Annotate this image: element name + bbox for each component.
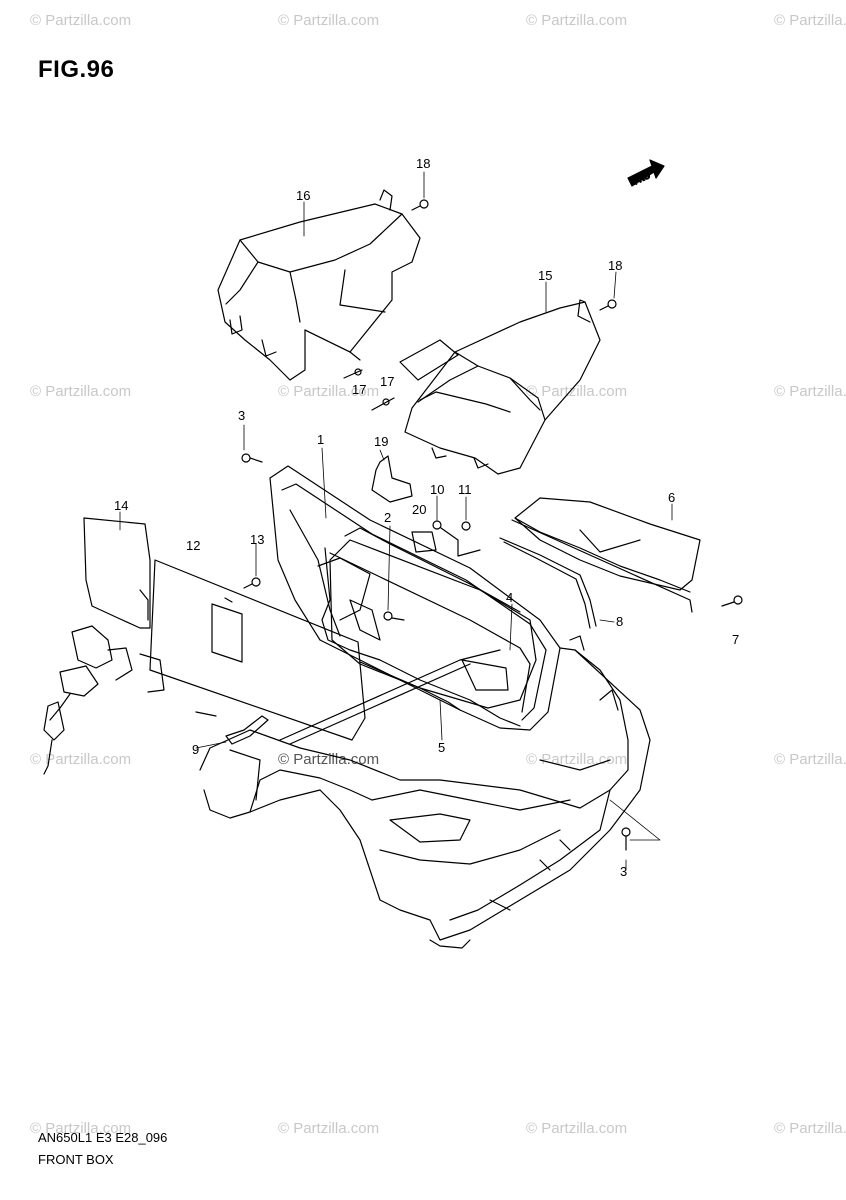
screw-18-top bbox=[411, 199, 429, 211]
label-3-bottom: 3 bbox=[620, 864, 627, 879]
watermark: © Partzilla.com bbox=[30, 1120, 132, 1137]
part-6-lid bbox=[511, 497, 701, 613]
front-body bbox=[199, 635, 651, 949]
part-19-bracket bbox=[371, 455, 413, 503]
forward-arrow-icon: FRO bbox=[627, 159, 665, 187]
clip-10 bbox=[432, 520, 481, 557]
part-4-tray-rim bbox=[329, 539, 537, 709]
part-5-rod bbox=[279, 649, 501, 741]
label-16: 16 bbox=[296, 188, 310, 203]
lock-assembly bbox=[43, 625, 165, 775]
watermark: © Partzilla.com bbox=[526, 1120, 628, 1137]
label-6: 6 bbox=[668, 490, 675, 505]
bolt-3-top bbox=[241, 453, 263, 463]
part-labels: 18 18 16 15 17 17 3 1 19 10 11 20 2 4 6 … bbox=[114, 156, 739, 879]
bolt-3-bottom bbox=[621, 827, 631, 851]
watermark: © Partzilla.com bbox=[30, 12, 132, 29]
screw-18-right bbox=[599, 299, 617, 311]
label-18-right: 18 bbox=[608, 258, 622, 273]
label-13: 13 bbox=[250, 532, 264, 547]
screw-17-right bbox=[371, 397, 395, 411]
part-9-hinge bbox=[195, 711, 269, 745]
label-10: 10 bbox=[430, 482, 444, 497]
leader-lines bbox=[119, 171, 673, 871]
label-1: 1 bbox=[317, 432, 324, 447]
label-17-right: 17 bbox=[380, 374, 394, 389]
label-2: 2 bbox=[384, 510, 391, 525]
screw-13 bbox=[243, 577, 261, 589]
label-17-left: 17 bbox=[352, 382, 366, 397]
part-20-pad bbox=[411, 531, 437, 553]
watermark: © Partzilla.com bbox=[774, 1120, 846, 1137]
label-19: 19 bbox=[374, 434, 388, 449]
watermark: © Partzilla.com bbox=[774, 751, 846, 768]
label-7: 7 bbox=[732, 632, 739, 647]
label-15: 15 bbox=[538, 268, 552, 283]
watermark: © Partzilla.com bbox=[526, 751, 628, 768]
part-8-rod-edge bbox=[503, 541, 591, 629]
screw-2 bbox=[383, 611, 405, 621]
label-20: 20 bbox=[412, 502, 426, 517]
part-5-rod-edge bbox=[289, 663, 471, 745]
watermark: © Partzilla.com bbox=[278, 383, 380, 400]
figure-title: FIG.96 bbox=[38, 56, 115, 83]
part-1-front-box-frame bbox=[269, 465, 561, 731]
watermark: © Partzilla.com bbox=[774, 383, 846, 400]
screw-7 bbox=[721, 595, 743, 607]
label-3-top: 3 bbox=[238, 408, 245, 423]
clip-11 bbox=[461, 521, 471, 531]
part-8-rod bbox=[499, 537, 597, 627]
watermark-center: © Partzilla.com bbox=[278, 751, 380, 768]
label-12: 12 bbox=[186, 538, 200, 553]
watermark: © Partzilla.com bbox=[278, 12, 380, 29]
watermark: © Partzilla.com bbox=[526, 12, 628, 29]
label-4: 4 bbox=[506, 590, 513, 605]
part-14-panel bbox=[83, 517, 151, 629]
label-14: 14 bbox=[114, 498, 128, 513]
screw-17-left bbox=[343, 368, 363, 379]
label-9: 9 bbox=[192, 742, 199, 757]
part-15-right-duct bbox=[399, 299, 601, 475]
label-11: 11 bbox=[458, 482, 472, 497]
figure-name: FRONT BOX bbox=[38, 1152, 114, 1167]
figure-code: AN650L1 E3 E28_096 bbox=[38, 1130, 168, 1145]
label-5: 5 bbox=[438, 740, 445, 755]
watermark: © Partzilla.com bbox=[774, 12, 846, 29]
watermark: © Partzilla.com bbox=[30, 383, 132, 400]
watermark: © Partzilla.com bbox=[526, 383, 628, 400]
watermark: © Partzilla.com bbox=[278, 1120, 380, 1137]
watermark: © Partzilla.com bbox=[30, 751, 132, 768]
label-18-top: 18 bbox=[416, 156, 430, 171]
forward-arrow-label: FRO bbox=[632, 171, 651, 186]
part-16-left-duct bbox=[217, 189, 421, 381]
label-8: 8 bbox=[616, 614, 623, 629]
part-12-lid-panel bbox=[149, 559, 366, 741]
